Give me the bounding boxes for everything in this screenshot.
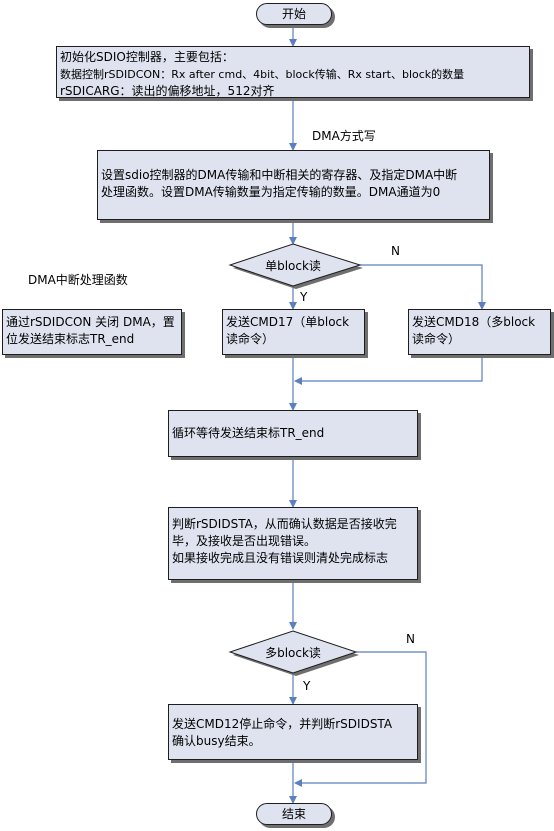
cmd12-line-1: 发送CMD12停止命令，并判断rSDIDSTA	[172, 717, 393, 731]
no-label-2: N	[406, 632, 415, 646]
start-terminator: 开始	[256, 3, 332, 25]
dma-setup-line-2: 处理函数。设置DMA传输数量为指定传输的数量。DMA通道为0	[101, 185, 441, 199]
dma-setup-line-1: 设置sdio控制器的DMA传输和中断相关的寄存器、及指定DMA中断	[101, 168, 458, 182]
check-status-box: 判断rSDIDSTA，从而确认数据是否接收完 毕，及接收是否出现错误。 如果接收…	[168, 507, 418, 580]
cmd12-line-2: 确认busy结束。	[172, 734, 261, 748]
end-terminator: 结束	[256, 803, 332, 825]
cmd17-box: 发送CMD17（单block读命令）	[222, 309, 365, 355]
arrow-decision-no	[357, 264, 486, 310]
cmd12-box: 发送CMD12停止命令，并判断rSDIDSTA 确认busy结束。	[168, 704, 418, 760]
check-line-3: 如果接收完成且没有错误则清处完成标志	[172, 551, 389, 565]
cmd18-text: 发送CMD18（多block读命令）	[412, 315, 536, 346]
check-line-1: 判断rSDIDSTA，从而确认数据是否接收完	[172, 517, 397, 531]
yes-label-1: Y	[300, 290, 308, 304]
dma-setup-box: 设置sdio控制器的DMA传输和中断相关的寄存器、及指定DMA中断 处理函数。设…	[97, 150, 490, 220]
decision-single-shape	[228, 243, 362, 287]
init-line-1: 初始化SDIO控制器，主要包括：	[60, 50, 234, 64]
cmd17-text: 发送CMD17（单block读命令）	[226, 315, 350, 346]
init-line-3: rSDICARG：读出的偏移地址，512对齐	[60, 84, 275, 98]
dma-isr-box: 通过rSDIDCON 关闭 DMA，置位发送结束标志TR_end	[2, 309, 182, 355]
dma-write-label: DMA方式写	[312, 129, 376, 143]
decision-multi-shape	[228, 630, 358, 674]
decision-multi-label: 多block读	[265, 646, 321, 660]
loop-wait-box: 循环等待发送结束标TR_end	[168, 410, 418, 457]
check-line-2: 毕，及接收是否出现错误。	[172, 534, 317, 548]
dma-isr-text: 通过rSDIDCON 关闭 DMA，置位发送结束标志TR_end	[6, 315, 175, 346]
start-label: 开始	[281, 7, 306, 21]
end-label: 结束	[281, 807, 306, 821]
cmd18-box: 发送CMD18（多block读命令）	[408, 309, 551, 355]
loop-wait-text: 循环等待发送结束标TR_end	[172, 426, 325, 440]
arrow-decision-multi-no	[294, 651, 427, 787]
yes-label-2: Y	[303, 679, 311, 693]
no-label-1: N	[391, 244, 400, 258]
init-sdio-box: 初始化SDIO控制器，主要包括： 数据控制rSDIDCON：Rx after c…	[56, 46, 530, 98]
arrow-cmd18-merge	[294, 355, 483, 385]
dma-isr-label: DMA中断处理函数	[28, 273, 128, 287]
init-line-2: 数据控制rSDIDCON：Rx after cmd、4bit、block传输、R…	[60, 68, 465, 81]
decision-single-label: 单block读	[265, 259, 321, 273]
